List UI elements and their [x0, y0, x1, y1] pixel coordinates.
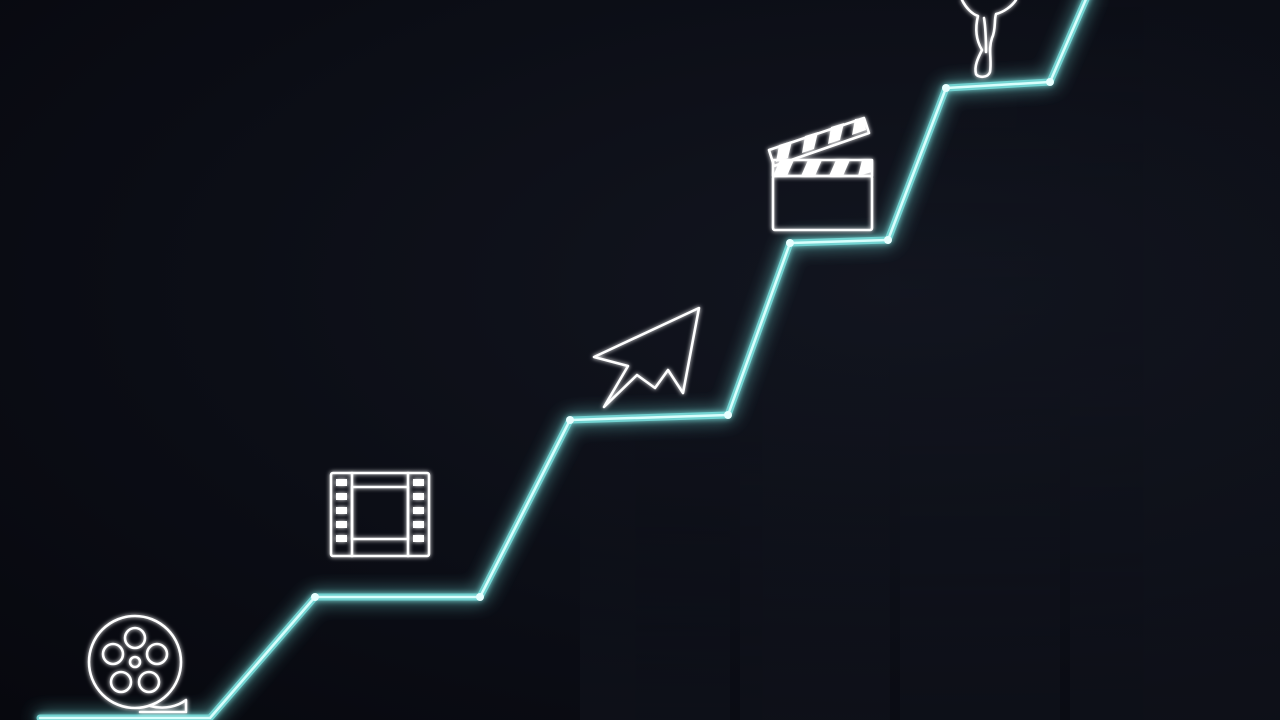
- step-pillars: [580, 0, 1280, 720]
- film-reel-icon: [87, 614, 188, 714]
- joint-dot: [566, 416, 574, 424]
- joint-dot: [476, 593, 484, 601]
- joint-dot: [786, 239, 794, 247]
- joint-dot: [311, 593, 319, 601]
- film-strip-icon: [329, 471, 431, 558]
- stair-joints: [311, 78, 1054, 601]
- neon-stair-line: [36, 0, 1090, 720]
- joint-dot: [1046, 78, 1054, 86]
- joint-dot: [724, 411, 732, 419]
- pillar: [1070, 0, 1280, 720]
- cursor-arrow-icon: [592, 306, 701, 409]
- pillar: [900, 90, 1060, 720]
- clapperboard-icon: [767, 116, 874, 232]
- joint-dot: [884, 236, 892, 244]
- pillar: [740, 245, 890, 720]
- pillar: [580, 420, 730, 720]
- joint-dot: [942, 84, 950, 92]
- oscar-statuette-icon: [960, 0, 1018, 79]
